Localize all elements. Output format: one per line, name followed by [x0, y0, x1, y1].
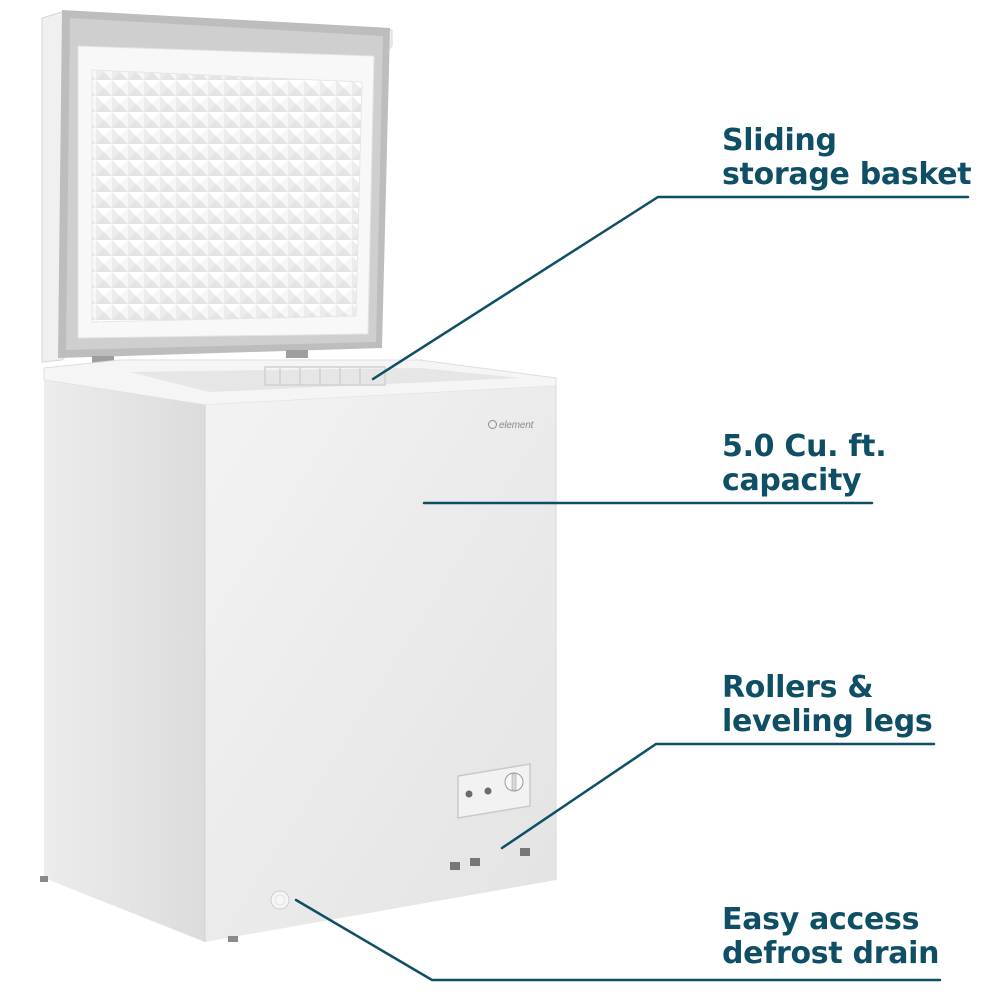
callout-line: Sliding: [722, 123, 837, 158]
callout-sliding-storage-basket: Sliding storage basket: [722, 123, 972, 192]
leader-line-rollers: [500, 742, 936, 850]
freezer-body: [40, 380, 557, 942]
freezer-lid: [41, 10, 393, 364]
callout-capacity: 5.0 Cu. ft. capacity: [722, 429, 887, 498]
leader-line-drain: [294, 898, 942, 982]
leader-line-basket: [371, 195, 970, 381]
callout-line: Easy access: [722, 902, 920, 937]
brand-logo: element: [488, 420, 533, 431]
callout-line: storage basket: [722, 157, 972, 192]
defrost-drain-plug: [270, 890, 290, 910]
callout-line: Rollers &: [722, 670, 874, 705]
callout-line: leveling legs: [722, 704, 933, 739]
callout-line: capacity: [722, 463, 862, 498]
callout-rollers-leveling-legs: Rollers & leveling legs: [722, 670, 933, 739]
callout-line: 5.0 Cu. ft.: [722, 429, 887, 464]
brand-logo-icon: [488, 420, 497, 429]
callout-line: defrost drain: [722, 936, 940, 971]
callout-defrost-drain: Easy access defrost drain: [722, 903, 939, 971]
thermostat-control-panel: [457, 763, 531, 819]
freezer-top-rim: [43, 359, 557, 406]
callout-leader-lines: [294, 195, 970, 982]
